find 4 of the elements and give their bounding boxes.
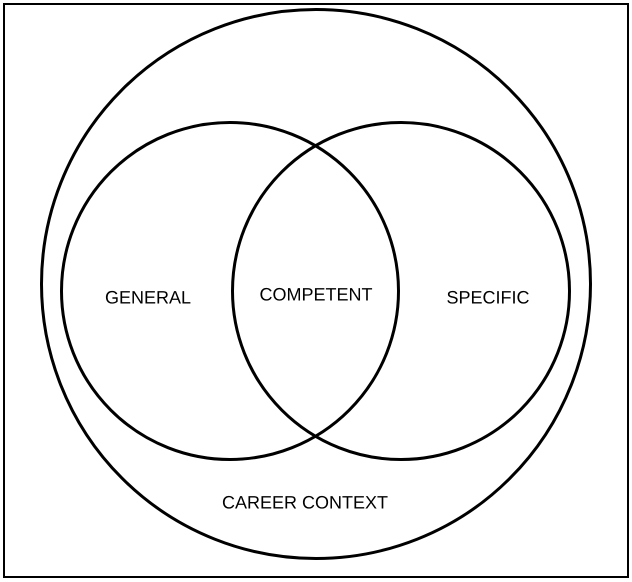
overlap-label: COMPETENT [260,284,372,306]
circle-label: CAREER CONTEXT [222,492,388,514]
circle-label: GENERAL [104,286,192,310]
circle-label: SPECIFIC [446,286,530,310]
